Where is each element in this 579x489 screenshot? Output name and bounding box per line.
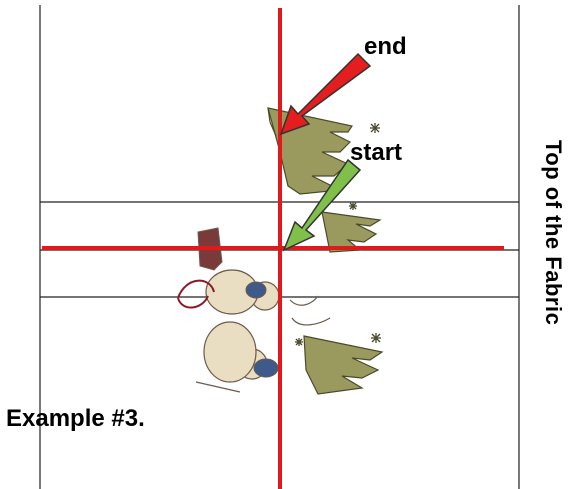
snowman-upper xyxy=(177,227,280,315)
example-label: Example #3. xyxy=(6,405,145,432)
tree-middle xyxy=(321,211,382,253)
end-label: end xyxy=(364,33,407,60)
snowflake-4 xyxy=(295,338,303,346)
alignment-crosshair xyxy=(42,8,504,489)
snowflake-2 xyxy=(349,202,357,210)
start-arrow-icon xyxy=(282,158,362,252)
tree-lower xyxy=(303,335,384,395)
snowflake-3 xyxy=(371,333,381,343)
start-label: start xyxy=(350,139,403,166)
end-arrow-icon xyxy=(279,52,372,136)
top-of-fabric-label: Top of the Fabric xyxy=(541,140,566,326)
snowflake-1 xyxy=(370,123,380,133)
snowman-lower xyxy=(195,295,331,393)
snowflakes xyxy=(295,123,381,346)
